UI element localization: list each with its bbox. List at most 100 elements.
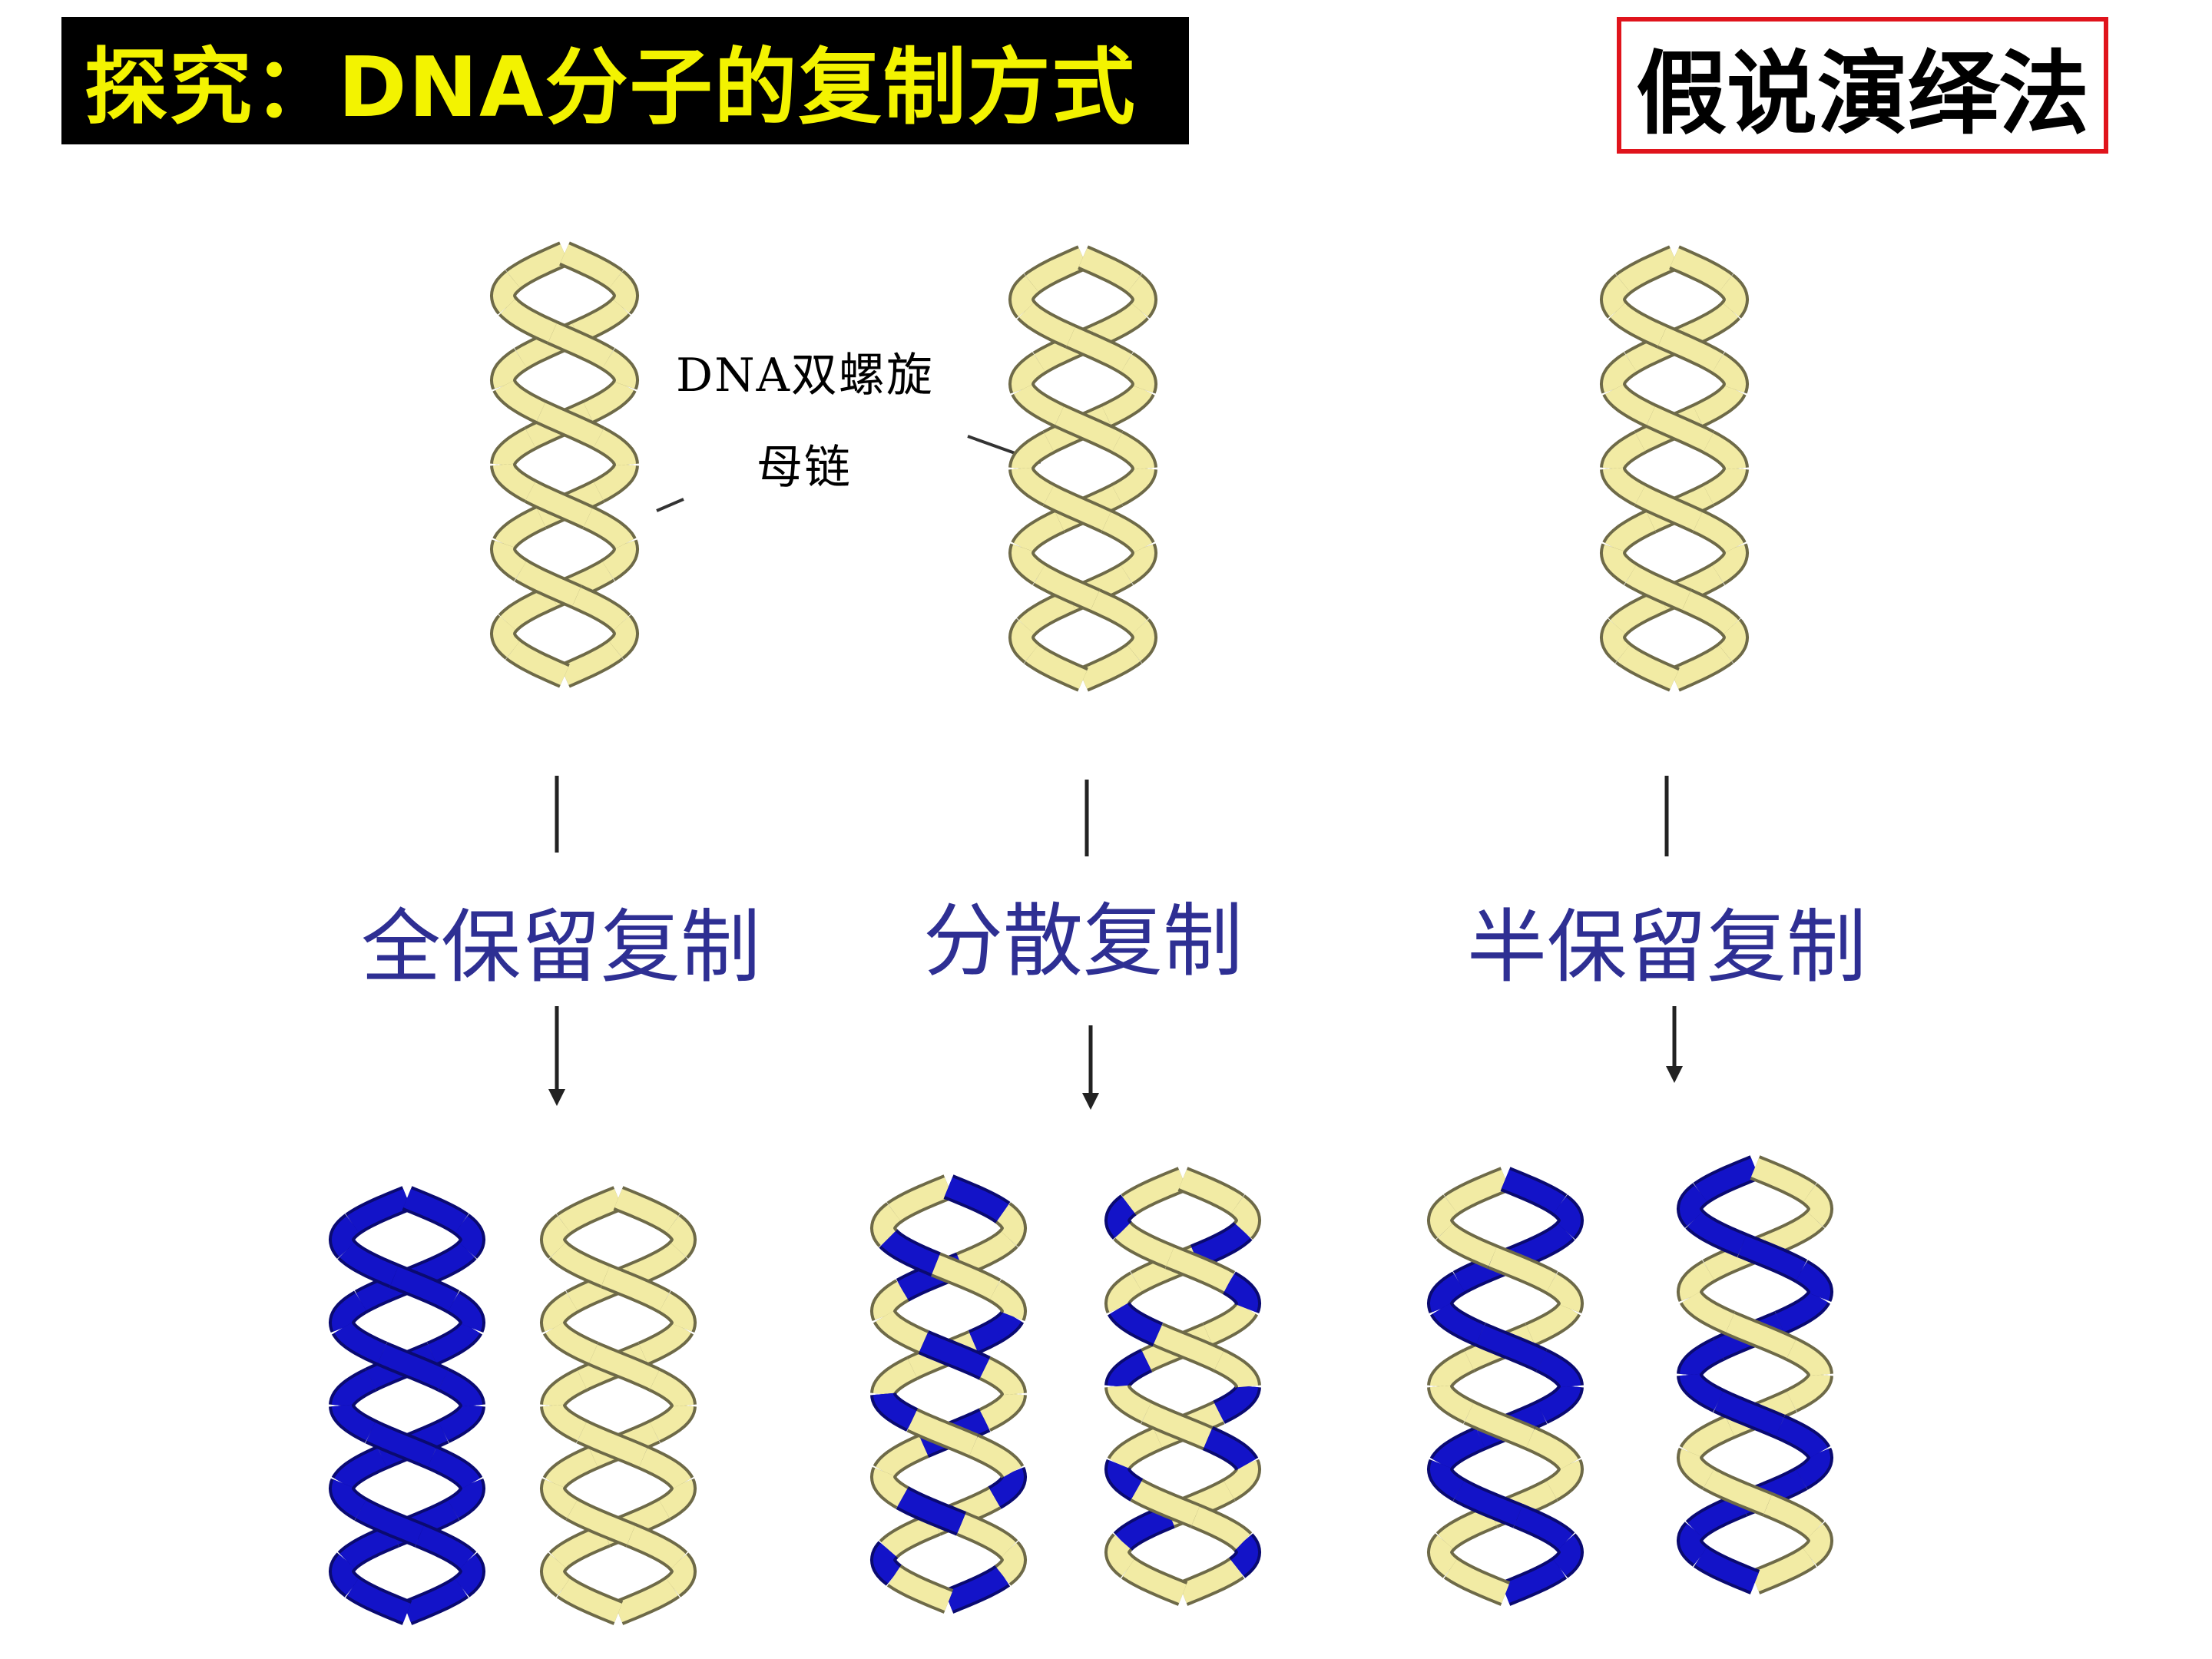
strand-segment: [1553, 1197, 1581, 1238]
strand-segment: [1112, 467, 1154, 504]
strand-segment: [1091, 591, 1147, 634]
strand-segment: [567, 1500, 635, 1545]
strand-segment: [1121, 544, 1155, 583]
strand-segment: [589, 1344, 659, 1389]
strand-segment: [1012, 433, 1054, 470]
strand-segment: [1682, 591, 1739, 634]
strand-segment: [1166, 1247, 1234, 1292]
strand-segment: [560, 641, 622, 685]
helix-group: [328, 241, 1834, 1625]
strand-segment: [1751, 1157, 1816, 1202]
strand-segment: [542, 1216, 571, 1257]
strand-segment: [945, 1177, 1009, 1221]
strand-segment: [1191, 1506, 1250, 1549]
strand-segment: [428, 1448, 480, 1488]
strand-segment: [560, 244, 622, 288]
page-title: 探究：DNA分子的复制方式: [84, 40, 1137, 136]
strand-segment: [1018, 591, 1075, 634]
strand-segment: [1687, 1212, 1747, 1255]
strand-segment: [1107, 1197, 1135, 1238]
strand-segment: [1695, 1548, 1759, 1592]
strand-segment: [356, 1500, 424, 1545]
strand-segment: [1454, 1481, 1522, 1525]
strand-segment: [639, 1323, 691, 1363]
strand-segment: [1091, 303, 1147, 346]
strand-segment: [1034, 565, 1099, 610]
strand-segment: [1115, 1506, 1174, 1549]
strand-segment: [1445, 1169, 1509, 1214]
strand-segment: [1102, 512, 1153, 553]
strand-segment: [492, 616, 520, 657]
strand-segment: [1055, 406, 1122, 452]
strand-segment: [558, 1188, 622, 1233]
product-helix-semiconservative-1: [1426, 1167, 1584, 1606]
strand-segment: [1537, 1385, 1581, 1422]
strand-segment: [543, 1370, 587, 1407]
strand-segment: [403, 1188, 468, 1233]
strand-segment: [1537, 1351, 1581, 1388]
strand-segment: [1107, 1535, 1135, 1576]
strand-segment: [876, 1436, 928, 1477]
strand-segment: [1078, 645, 1141, 689]
strand-segment: [448, 1293, 483, 1332]
strand-segment: [1224, 1460, 1259, 1499]
parent-helix-left: [489, 241, 640, 688]
strand-segment: [614, 1578, 678, 1623]
strand-segment: [1142, 1403, 1212, 1448]
strand-segment: [1123, 1559, 1187, 1604]
strand-segment: [1776, 1292, 1828, 1333]
strand-segment: [1602, 620, 1630, 661]
strand-segment: [578, 1422, 647, 1467]
strand-segment: [500, 299, 557, 342]
strand-segment: [881, 1514, 940, 1557]
strand-segment: [1658, 327, 1724, 372]
strand-segment: [1230, 1197, 1259, 1238]
strand-segment: [609, 272, 637, 313]
strand-segment: [1682, 1292, 1734, 1333]
strand-segment: [507, 244, 569, 288]
strand-segment: [1635, 485, 1703, 531]
strand-segment: [542, 1293, 578, 1332]
strand-segment: [1179, 1559, 1243, 1604]
strand-segment: [627, 1243, 686, 1286]
strand-segment: [1067, 327, 1132, 372]
strand-segment: [1110, 1429, 1162, 1469]
strand-segment: [1112, 433, 1154, 470]
strand-segment: [889, 1567, 952, 1611]
strand-segment: [1465, 1403, 1535, 1448]
strand-segment: [1682, 303, 1739, 346]
strand-segment: [339, 1525, 399, 1568]
method-label: 假说演绎法: [1635, 40, 2089, 147]
strand-segment: [1679, 1523, 1707, 1565]
strand-segment: [1012, 467, 1054, 504]
strand-segment: [1214, 1351, 1258, 1388]
strand-segment: [1011, 354, 1045, 393]
strand-segment: [639, 1448, 691, 1488]
strand-segment: [495, 508, 545, 549]
strand-segment: [1122, 1169, 1187, 1214]
strand-segment: [1514, 1224, 1573, 1267]
strand-segment: [873, 1542, 901, 1584]
product-helix-dispersive-2: [1104, 1167, 1262, 1606]
strand-segment: [542, 1479, 578, 1518]
strand-segment: [572, 588, 629, 631]
strand-segment: [1224, 1273, 1259, 1313]
product-helix-conservative-new: [328, 1186, 486, 1625]
strand-segment: [416, 1525, 475, 1568]
strand-segment: [332, 1370, 376, 1407]
strand-segment: [1445, 1559, 1509, 1604]
down-arrow-conservative-head: [548, 1089, 565, 1106]
strand-segment: [1429, 1273, 1465, 1313]
strand-segment: [543, 1404, 587, 1441]
strand-segment: [390, 1267, 459, 1311]
strand-segment: [403, 1578, 467, 1623]
strand-segment: [996, 1542, 1025, 1584]
strand-segment: [1526, 1429, 1578, 1469]
strand-segment: [873, 1468, 908, 1507]
parent-helix-right: [1599, 245, 1750, 692]
strand-segment: [1514, 1506, 1573, 1549]
strand-segment: [1108, 1385, 1151, 1422]
strand-segment: [439, 1404, 482, 1441]
strand-segment: [455, 1216, 483, 1257]
strand-segment: [1553, 1535, 1581, 1576]
